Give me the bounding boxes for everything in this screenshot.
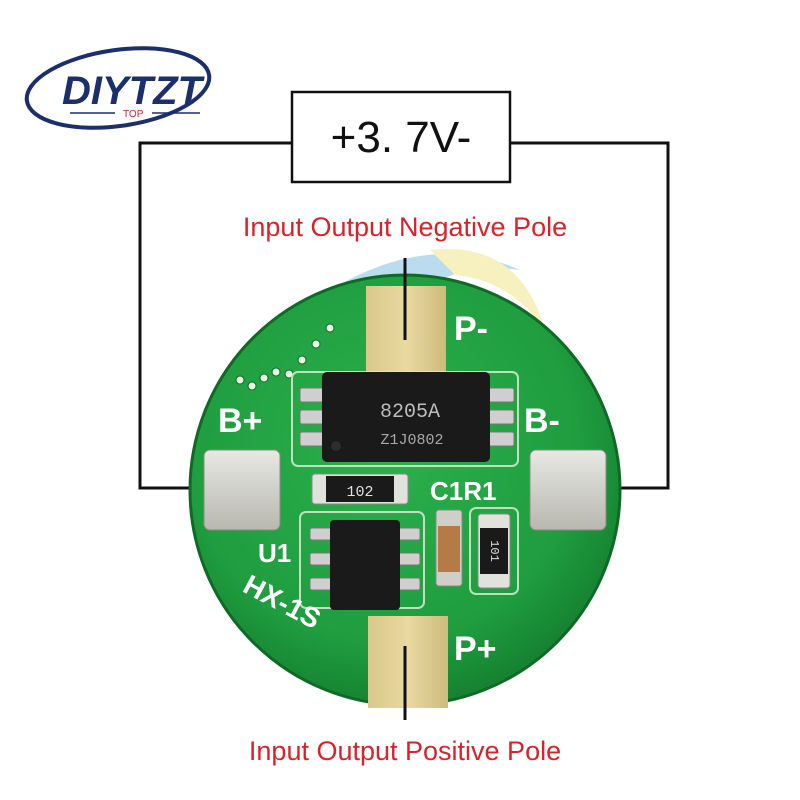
p-plus-pad xyxy=(368,616,448,708)
voltage-label: +3. 7V- xyxy=(331,113,472,162)
mosfet-chip: 8205A Z1J0802 xyxy=(299,372,515,462)
chip-main-line1: 8205A xyxy=(380,401,440,424)
silk-p-minus: P- xyxy=(454,310,488,348)
silk-p-plus: P+ xyxy=(454,630,497,668)
silk-b-plus: B+ xyxy=(218,402,262,440)
capacitor-c1 xyxy=(435,509,463,587)
brand-logo: DIYTZT TOP xyxy=(24,46,212,130)
resistor-right-label: 101 xyxy=(487,540,501,562)
resistor-101: 101 xyxy=(477,513,511,589)
resistor-102: 102 xyxy=(311,473,409,505)
protection-ic xyxy=(309,520,421,610)
b-minus-pad xyxy=(529,449,607,531)
silk-b-minus: B- xyxy=(524,402,560,440)
brand-sub: TOP xyxy=(123,109,144,120)
brand-name: DIYTZT xyxy=(62,69,206,113)
vias xyxy=(235,323,335,391)
voltage-box: +3. 7V- xyxy=(290,90,512,184)
b-plus-pad xyxy=(203,449,281,531)
resistor-top-label: 102 xyxy=(346,484,373,501)
chip-main-line2: Z1J0802 xyxy=(380,432,443,449)
negative-pole-label: Input Output Negative Pole xyxy=(243,212,567,242)
positive-pole-label: Input Output Positive Pole xyxy=(249,736,561,766)
silk-u1: U1 xyxy=(258,538,291,568)
silk-c1r1: C1R1 xyxy=(430,476,496,506)
pcb-board: 8205A Z1J0802 102 101 xyxy=(188,273,622,708)
